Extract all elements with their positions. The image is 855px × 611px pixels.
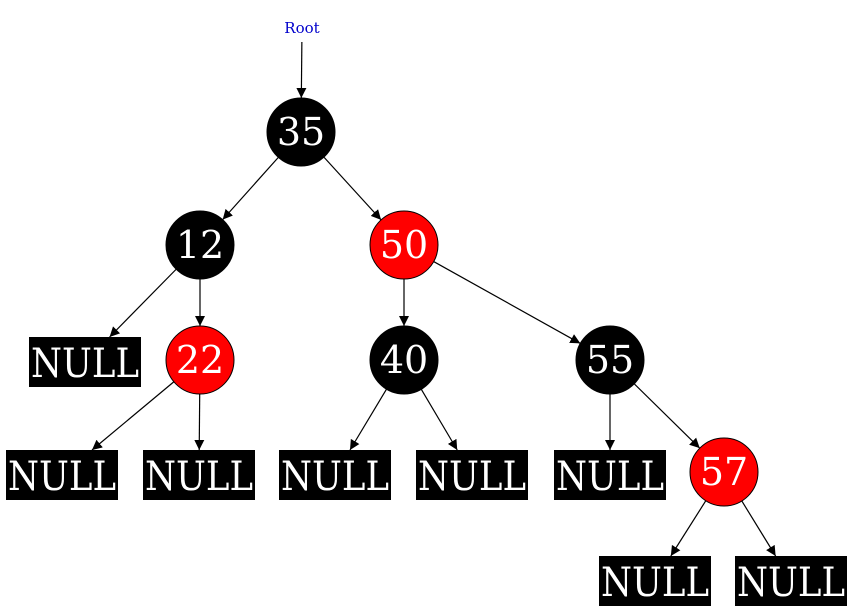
null-leaf: NULL bbox=[279, 450, 391, 500]
null-leaf: NULL bbox=[143, 450, 255, 500]
edges bbox=[91, 41, 777, 557]
edge-n57-to-null57R bbox=[741, 500, 777, 557]
null-leaf-box bbox=[279, 450, 391, 500]
node-circle-black bbox=[369, 325, 439, 395]
null-leaf-box bbox=[416, 450, 528, 500]
null-leaf: NULL bbox=[554, 450, 666, 500]
node-value: 12 bbox=[176, 223, 224, 267]
null-leaf-label: NULL bbox=[556, 454, 664, 500]
tree-node-57: 57 bbox=[689, 437, 759, 507]
edge-n57-to-null57L bbox=[670, 500, 707, 557]
tree-node-12: 12 bbox=[165, 210, 235, 280]
tree-node-50: 50 bbox=[369, 210, 439, 280]
node-value: 55 bbox=[586, 338, 634, 382]
null-leaf-box bbox=[143, 450, 255, 500]
null-leaf-box bbox=[6, 450, 118, 500]
edge-n40-to-null40L bbox=[349, 388, 388, 451]
edge-n12-to-null12L bbox=[109, 268, 177, 338]
null-leaf: NULL bbox=[29, 337, 141, 387]
null-leaf-label: NULL bbox=[601, 560, 709, 606]
null-leaf-label: NULL bbox=[737, 560, 845, 606]
tree-node-35: 35 bbox=[266, 97, 336, 167]
edge-n55-to-n57 bbox=[633, 383, 701, 449]
edge-n35-to-n12 bbox=[222, 156, 279, 221]
node-circle-red bbox=[689, 437, 759, 507]
edge-n40-to-null40R bbox=[420, 388, 458, 451]
null-leaf-label: NULL bbox=[31, 341, 139, 387]
null-leaf-box bbox=[29, 337, 141, 387]
null-leaf: NULL bbox=[735, 556, 847, 606]
null-leaf: NULL bbox=[6, 450, 118, 500]
node-value: 50 bbox=[380, 223, 428, 267]
null-leaf-label: NULL bbox=[418, 454, 526, 500]
null-leaf: NULL bbox=[416, 450, 528, 500]
node-value: 40 bbox=[380, 338, 428, 382]
null-leaf-label: NULL bbox=[8, 454, 116, 500]
null-leaf-label: NULL bbox=[145, 454, 253, 500]
node-circle-black bbox=[165, 210, 235, 280]
node-circle-black bbox=[266, 97, 336, 167]
edge-n22-to-null22L bbox=[91, 381, 175, 451]
null-leaf-box bbox=[735, 556, 847, 606]
null-leaf-box bbox=[554, 450, 666, 500]
node-circle-black bbox=[575, 325, 645, 395]
tree-node-22: 22 bbox=[165, 325, 235, 395]
node-value: 35 bbox=[277, 110, 325, 154]
null-leaf-label: NULL bbox=[281, 454, 389, 500]
null-leaf-box bbox=[599, 556, 711, 606]
node-circle-red bbox=[165, 325, 235, 395]
node-circle-red bbox=[369, 210, 439, 280]
null-leaf: NULL bbox=[599, 556, 711, 606]
tree-node-40: 40 bbox=[369, 325, 439, 395]
node-value: 57 bbox=[700, 450, 748, 494]
root-label: Root bbox=[284, 19, 319, 37]
node-value: 22 bbox=[176, 338, 224, 382]
tree-node-55: 55 bbox=[575, 325, 645, 395]
edge-n50-to-n55 bbox=[433, 261, 581, 344]
edge-root-to-n35 bbox=[296, 41, 307, 99]
edge-n35-to-n50 bbox=[323, 156, 382, 221]
